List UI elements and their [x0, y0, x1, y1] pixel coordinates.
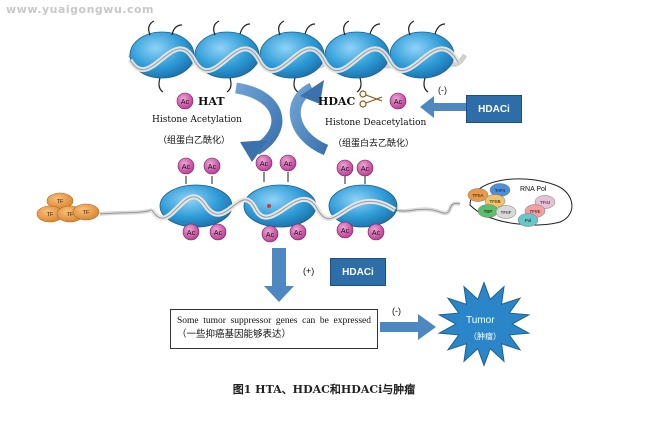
ac-label: Ac: [260, 161, 269, 168]
tumor-cn-label: （肿瘤）: [469, 332, 501, 341]
hdaci-inhibit-arrow: [420, 96, 466, 118]
hdac-subtitle: Histone Deacetylation: [325, 118, 427, 128]
down-arrow: [264, 248, 294, 302]
tumor-label: Tumor: [466, 315, 495, 326]
tf-label: TF: [83, 210, 90, 216]
ac-marker: Ac: [367, 223, 385, 241]
hat-subtitle: Histone Acetylation: [152, 115, 242, 125]
tf-label: TF: [67, 212, 74, 218]
ac-label: Ac: [182, 164, 191, 171]
ac-label: Ac: [266, 232, 275, 239]
ac-marker: Ac: [289, 223, 307, 241]
hdaci-top-sign: (-): [438, 85, 447, 95]
hat-subtitle-cn: （组蛋白乙酰化）: [158, 136, 231, 146]
ac-marker: Ac: [261, 225, 279, 243]
ac-marker: Ac: [255, 154, 273, 172]
ac-label: Ac: [341, 166, 350, 173]
ac-label: Ac: [214, 230, 223, 237]
nucleosome: [324, 31, 390, 79]
ac-marker: Ac: [182, 223, 200, 241]
tf-complex-label: TFIIF: [501, 210, 512, 215]
tf-complex-blob: Pol: [517, 213, 539, 227]
ac-label: Ac: [187, 230, 196, 237]
ac-marker: Ac: [389, 92, 407, 110]
tf-blob: TF: [46, 192, 74, 210]
ac-label: Ac: [294, 230, 303, 237]
ac-label: Ac: [341, 228, 350, 235]
tf-complex-label: TBP: [484, 209, 493, 214]
tf-complex-label: TAFs: [495, 188, 506, 193]
hat-label: HAT: [198, 95, 225, 108]
ac-label: Ac: [394, 99, 403, 106]
tf-complex-blob: TFIIA: [467, 188, 489, 202]
suppressor-text-box: Some tumor suppressor genes can be expre…: [170, 309, 378, 349]
tumor-starburst: [437, 281, 531, 367]
ac-marker: Ac: [176, 92, 194, 110]
ac-label: Ac: [361, 166, 370, 173]
ac-marker: Ac: [336, 221, 354, 239]
ac-marker: Ac: [177, 157, 195, 175]
ac-marker: Ac: [203, 157, 221, 175]
hdaci-mid-sign: (+): [303, 266, 315, 276]
tf-complex-label: TFIIA: [473, 193, 484, 198]
tf-cluster: TF TF TF TF: [36, 192, 100, 223]
ac-marker: Ac: [336, 159, 354, 177]
rna-pol-label: RNA Pol: [520, 186, 547, 193]
ac-label: Ac: [208, 164, 217, 171]
hdac-label: HDAC: [318, 95, 356, 108]
tf-blob: TF: [72, 203, 100, 221]
hdac-curved-arrow: [289, 80, 329, 156]
tf-complex-blob: TFIIF: [495, 205, 517, 219]
nucleosome: [328, 184, 398, 228]
nucleosome: [159, 184, 233, 228]
relaxed-chromatin: [99, 172, 461, 232]
scissors-icon: [359, 90, 383, 108]
ac-label: Ac: [372, 230, 381, 237]
tf-complex-blob: TFIIB: [484, 194, 506, 208]
tf-label: TF: [47, 212, 54, 218]
hdac-subtitle-cn: （组蛋白去乙酰化）: [333, 139, 415, 149]
tf-complex-label: Pol: [525, 218, 532, 223]
ac-label: Ac: [181, 99, 190, 106]
condensed-chromatin: [127, 20, 468, 93]
hat-curved-arrow: [234, 82, 283, 162]
watermark: www.yuaigongwu.com: [6, 3, 155, 16]
tf-complex-label: TFIIE: [530, 209, 541, 214]
ac-marker: Ac: [279, 154, 297, 172]
hdaci-top-box: HDACi: [466, 95, 522, 123]
box-to-tumor-arrow: [380, 314, 436, 340]
nucleosome: [194, 31, 260, 79]
ac-marker: Ac: [356, 159, 374, 177]
box-sign: (-): [392, 306, 401, 316]
tf-complex-label: TFIIB: [490, 199, 501, 204]
figure-caption: 图1 HTA、HDAC和HDACi与肿瘤: [232, 383, 416, 396]
ac-marker: Ac: [209, 223, 227, 241]
nucleosome: [259, 31, 325, 79]
tf-complex-blob: TBP: [477, 204, 499, 218]
ac-label: Ac: [284, 161, 293, 168]
hdaci-mid-box: HDACi: [330, 258, 386, 286]
tf-label: TF: [57, 199, 64, 205]
tf-complex-label: TFIIJ: [540, 200, 550, 205]
